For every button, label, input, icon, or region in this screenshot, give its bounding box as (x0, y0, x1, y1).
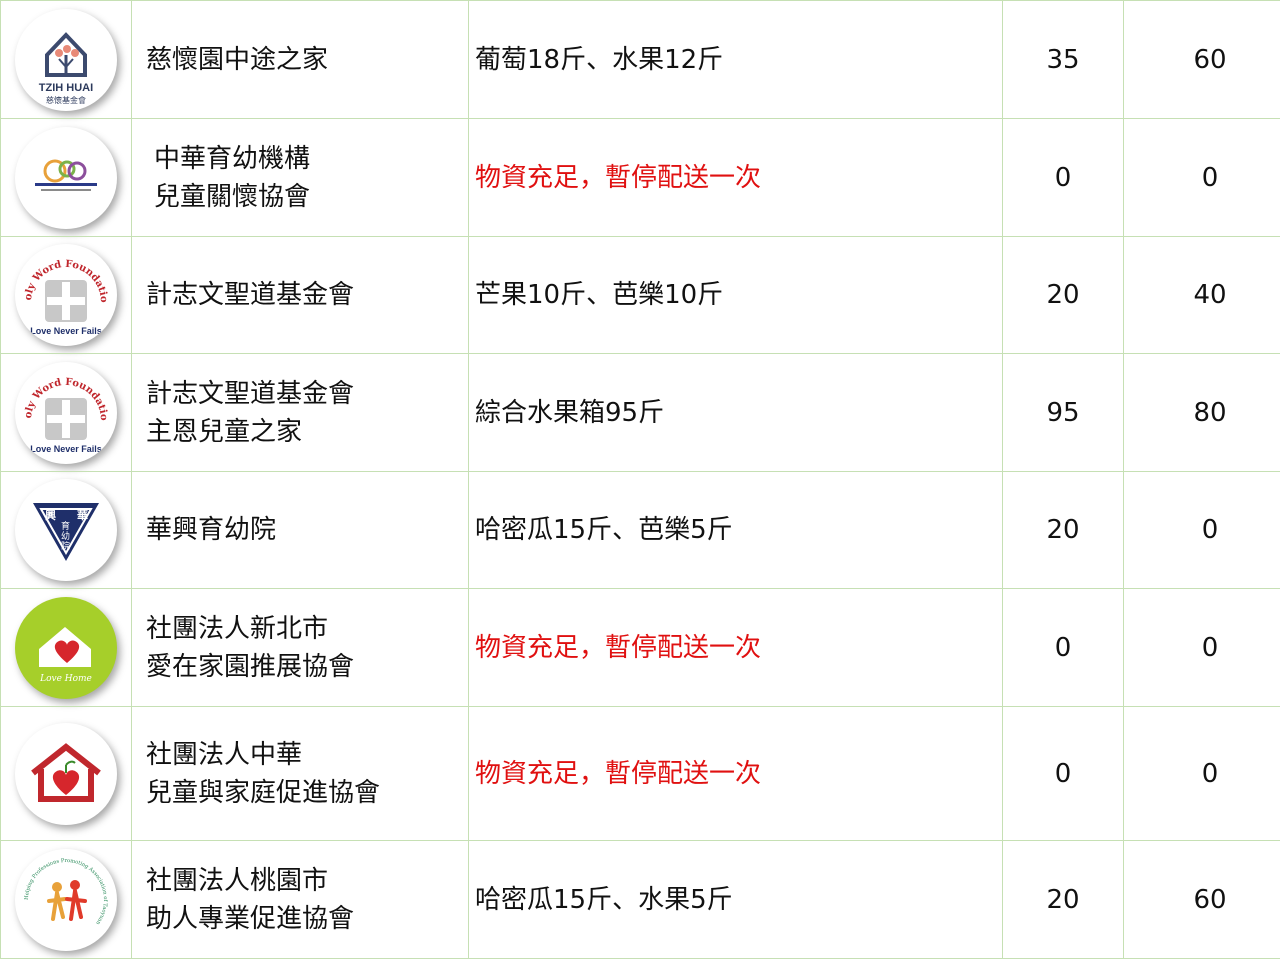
count-1: 95 (1003, 354, 1124, 472)
donation-items: 葡萄18斤、水果12斤 (469, 1, 1003, 119)
organization-name: 計志文聖道基金會 (132, 237, 469, 354)
name-line: 主恩兒童之家 (146, 413, 468, 451)
logo-cell (1, 707, 132, 841)
tzih-huai-logo-icon: TZIH HUAI 慈懷基金會 (15, 9, 117, 111)
logo-char: 幼 (61, 530, 70, 542)
count-2: 0 (1124, 119, 1280, 237)
count-2: 0 (1124, 472, 1280, 589)
logo-cell: 興 華 育 幼 院 (1, 472, 132, 589)
house-heart-logo-icon (15, 723, 117, 825)
name-line: 助人專業促進協會 (146, 900, 468, 938)
donation-items: 物資充足，暫停配送一次 (469, 589, 1003, 707)
name-line: 慈懷園中途之家 (146, 41, 468, 79)
table-row: Love Home 社團法人新北市 愛在家園推展協會 物資充足，暫停配送一次 0… (1, 589, 1280, 707)
logo-char: 興 (45, 508, 56, 522)
organization-name: 華興育幼院 (132, 472, 469, 589)
logo-cell (1, 119, 132, 237)
logo-char: 華 (77, 508, 88, 522)
holy-word-foundation-logo-icon: Holy Word Foundation Love Never Fails (15, 244, 117, 346)
count-2: 40 (1124, 237, 1280, 354)
name-line: 社團法人桃園市 (146, 862, 468, 900)
name-line: 兒童關懷協會 (146, 178, 468, 216)
count-2: 0 (1124, 707, 1280, 841)
logo-char: 院 (61, 540, 70, 552)
count-2: 0 (1124, 589, 1280, 707)
name-line: 計志文聖道基金會 (146, 375, 468, 413)
table-row: Holy Word Foundation Love Never Fails 計志… (1, 354, 1280, 472)
organization-name: 社團法人中華 兒童與家庭促進協會 (132, 707, 469, 841)
child-care-association-logo-icon (15, 127, 117, 229)
count-1: 20 (1003, 841, 1124, 959)
table-row: Helping Professions Promoting Associatio… (1, 841, 1280, 959)
holy-word-foundation-logo-icon: Holy Word Foundation Love Never Fails (15, 362, 117, 464)
logo-cell: Helping Professions Promoting Associatio… (1, 841, 132, 959)
count-1: 0 (1003, 119, 1124, 237)
donation-items: 綜合水果箱95斤 (469, 354, 1003, 472)
table-row: TZIH HUAI 慈懷基金會 慈懷園中途之家 葡萄18斤、水果12斤 35 6… (1, 1, 1280, 119)
logo-cell: Love Home (1, 589, 132, 707)
love-home-logo-icon: Love Home (15, 597, 117, 699)
donation-items: 物資充足，暫停配送一次 (469, 119, 1003, 237)
hwa-hsing-orphanage-logo-icon: 興 華 育 幼 院 (15, 479, 117, 581)
name-line: 社團法人新北市 (146, 610, 468, 648)
organization-name: 社團法人新北市 愛在家園推展協會 (132, 589, 469, 707)
count-2: 60 (1124, 1, 1280, 119)
count-2: 60 (1124, 841, 1280, 959)
logo-text-bottom: Love Home (39, 674, 92, 684)
logo-cell: Holy Word Foundation Love Never Fails (1, 354, 132, 472)
helping-professions-logo-icon: Helping Professions Promoting Associatio… (15, 849, 117, 951)
logo-cell: Holy Word Foundation Love Never Fails (1, 237, 132, 354)
table-row: 中華育幼機構 兒童關懷協會 物資充足，暫停配送一次 0 0 (1, 119, 1280, 237)
name-line: 社團法人中華 (146, 736, 468, 774)
name-line: 中華育幼機構 (146, 140, 468, 178)
name-line: 兒童與家庭促進協會 (146, 774, 468, 812)
name-line: 華興育幼院 (146, 511, 468, 549)
logo-cell: TZIH HUAI 慈懷基金會 (1, 1, 132, 119)
organization-name: 社團法人桃園市 助人專業促進協會 (132, 841, 469, 959)
logo-char: 育 (61, 520, 70, 532)
organization-name: 中華育幼機構 兒童關懷協會 (132, 119, 469, 237)
donation-items: 哈密瓜15斤、水果5斤 (469, 841, 1003, 959)
logo-text-bottom: 慈懷基金會 (46, 95, 86, 105)
count-1: 0 (1003, 707, 1124, 841)
donation-items: 芒果10斤、芭樂10斤 (469, 237, 1003, 354)
organization-name: 慈懷園中途之家 (132, 1, 469, 119)
count-1: 35 (1003, 1, 1124, 119)
logo-text-bottom: Love Never Fails (30, 326, 102, 336)
name-line: 愛在家園推展協會 (146, 648, 468, 686)
organization-name: 計志文聖道基金會 主恩兒童之家 (132, 354, 469, 472)
name-line: 計志文聖道基金會 (146, 276, 468, 314)
count-1: 20 (1003, 472, 1124, 589)
count-1: 20 (1003, 237, 1124, 354)
logo-text-bottom: Love Never Fails (30, 444, 102, 454)
logo-text-top: TZIH HUAI (39, 82, 93, 94)
logo-arc-text: Helping Professions Promoting Associatio… (24, 857, 108, 925)
svg-text:Helping Professions Promoting: Helping Professions Promoting Associatio… (24, 857, 108, 925)
donation-items: 物資充足，暫停配送一次 (469, 707, 1003, 841)
donation-items: 哈密瓜15斤、芭樂5斤 (469, 472, 1003, 589)
table-row: Holy Word Foundation Love Never Fails 計志… (1, 237, 1280, 354)
count-2: 80 (1124, 354, 1280, 472)
table-row: 興 華 育 幼 院 華興育幼院 哈密瓜15斤、芭樂5斤 20 0 (1, 472, 1280, 589)
table-row: 社團法人中華 兒童與家庭促進協會 物資充足，暫停配送一次 0 0 (1, 707, 1280, 841)
count-1: 0 (1003, 589, 1124, 707)
